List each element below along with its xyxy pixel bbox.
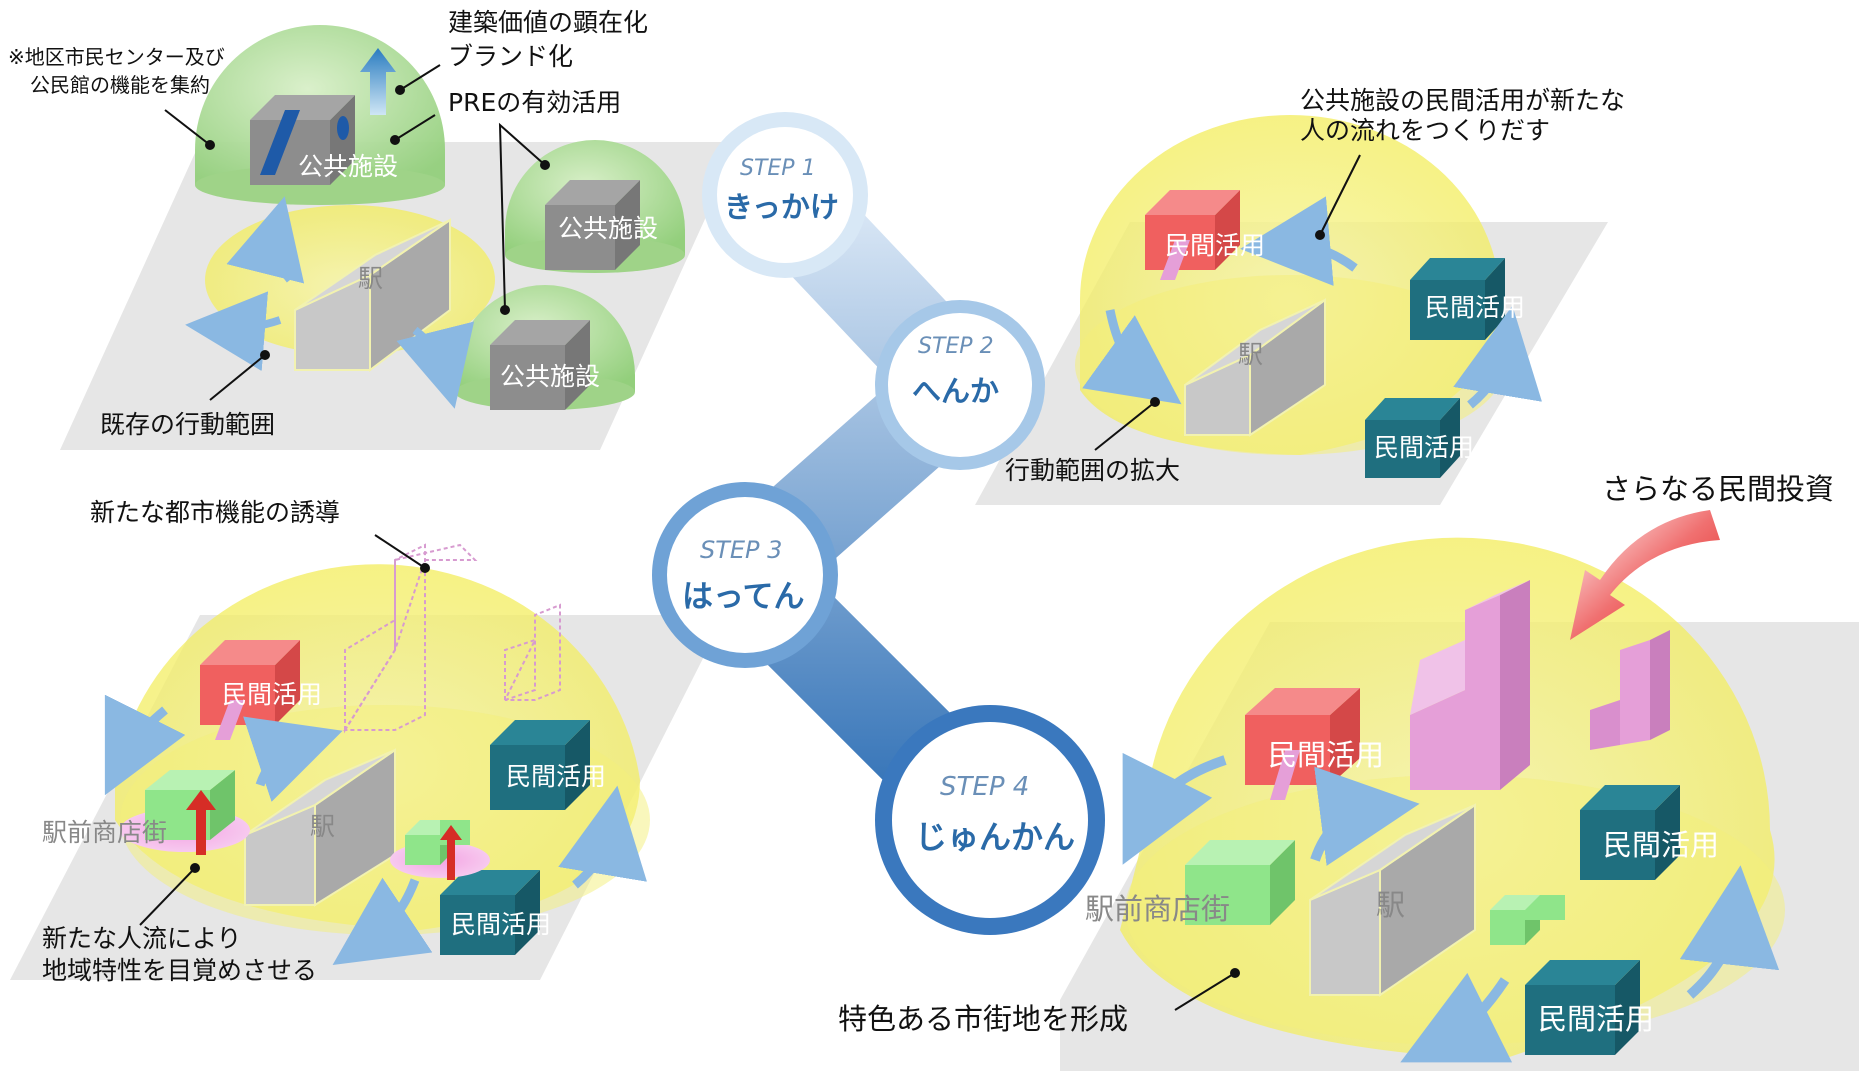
- public-facility-label-main: 公共施設: [298, 152, 399, 181]
- flow-line2: 人の流れをつくりだす: [1300, 116, 1551, 145]
- private-use-label-teal-3b: 民間活用: [451, 910, 552, 939]
- chain-connector: [697, 152, 1038, 868]
- future-building-outline: [343, 543, 561, 734]
- step-chain: [652, 112, 1105, 935]
- leader-line: [1174, 972, 1236, 1011]
- step1-circle: [717, 127, 853, 263]
- station-label-1: 駅: [358, 264, 384, 293]
- station-shopping-label-4: 駅前商店街: [1085, 892, 1231, 926]
- public-facility-label-2: 公共施設: [558, 214, 659, 243]
- private-use-label-red-3: 民間活用: [222, 680, 323, 709]
- private-use-label-teal-2: 民間活用: [1374, 433, 1475, 462]
- private-use-box-teal-2: [1365, 398, 1460, 478]
- station-box: [1184, 298, 1326, 437]
- growth-arrow: [186, 790, 216, 855]
- step3-number: STEP 3: [700, 536, 783, 564]
- public-facility-building: [250, 95, 355, 185]
- step3-circle: [667, 497, 823, 653]
- public-facility-box-3: [490, 320, 590, 410]
- induce-label: 新たな都市機能の誘導: [90, 498, 341, 527]
- flow-arrow: [1453, 305, 1542, 409]
- invest-label: さらなる民間投資: [1602, 472, 1835, 506]
- form-label: 特色ある市街地を形成: [838, 1002, 1129, 1036]
- shopping-street-box: [1185, 840, 1295, 925]
- flow-arrow: [1122, 752, 1227, 865]
- step2-circle: [888, 313, 1032, 457]
- note-line2: 公民館の機能を集約: [30, 73, 210, 97]
- flow-arrow: [185, 291, 282, 372]
- flow-arrow: [1679, 865, 1780, 999]
- private-use-box-red: [1145, 190, 1240, 280]
- private-use-label-teal-3a: 民間活用: [506, 762, 607, 791]
- private-use-label-teal-1: 民間活用: [1425, 293, 1526, 322]
- people-line2: 地域特性を目覚めさせる: [42, 956, 318, 985]
- flow-line1: 公共施設の民間活用が新たな: [1300, 86, 1626, 115]
- private-use-label-red-4: 民間活用: [1268, 738, 1385, 772]
- panel-step3: [10, 534, 725, 980]
- investment-building-large: [1410, 580, 1530, 790]
- leader-line: [394, 114, 436, 141]
- leader-line: [399, 64, 441, 91]
- private-use-box-red: [1245, 688, 1360, 800]
- flow-arrow: [104, 694, 186, 796]
- leader-line: [374, 534, 426, 569]
- flow-arrow: [332, 877, 433, 965]
- step2-title: へんか: [912, 374, 1000, 408]
- panel-step2: [975, 115, 1608, 505]
- flow-arrow: [226, 196, 305, 284]
- value-line2: ブランド化: [448, 42, 574, 71]
- leader-line: [498, 122, 546, 311]
- flow-arrow: [1310, 766, 1420, 866]
- step4-circle: [892, 722, 1088, 918]
- flow-arrow: [1082, 309, 1182, 405]
- investment-arrow: [1570, 510, 1720, 640]
- station-box: [294, 218, 451, 372]
- leader-line: [164, 109, 211, 146]
- leader-line: [209, 354, 266, 401]
- value-line1: 建築価値の顕在化: [448, 8, 649, 37]
- flow-arrow: [558, 785, 647, 889]
- shop-box-small: [1490, 895, 1565, 945]
- private-use-box-teal-2: [440, 870, 540, 955]
- station-label-3: 駅: [310, 812, 336, 841]
- station-shopping-label-3: 駅前商店街: [42, 818, 168, 847]
- private-use-label-red: 民間活用: [1165, 231, 1266, 260]
- station-label-4: 駅: [1376, 888, 1406, 922]
- station-label-2: 駅: [1238, 340, 1264, 369]
- step1-title: きっかけ: [724, 190, 839, 224]
- step4-title: じゅんかん: [915, 818, 1076, 856]
- panel-step4: [1060, 510, 1859, 1071]
- leader-line: [1094, 401, 1156, 451]
- step1-number: STEP 1: [740, 156, 816, 181]
- pre-label: PREの有効活用: [448, 88, 622, 117]
- step2-number: STEP 2: [918, 334, 994, 359]
- value-up-arrow: [360, 48, 396, 115]
- leader-line: [139, 867, 196, 926]
- people-line1: 新たな人流により: [42, 924, 242, 953]
- public-facility-box-2: [545, 180, 640, 270]
- private-use-box-teal-1: [1580, 785, 1680, 880]
- growth-arrow: [440, 825, 462, 880]
- private-use-label-teal-4a: 民間活用: [1603, 828, 1720, 862]
- flow-arrow: [1240, 196, 1358, 287]
- investment-building-small: [1590, 630, 1670, 750]
- flow-arrow: [1400, 972, 1513, 1063]
- existing-range-label: 既存の行動範囲: [100, 410, 276, 439]
- expand-label: 行動範囲の拡大: [1005, 456, 1181, 485]
- private-use-box-red: [200, 640, 300, 740]
- flow-arrow: [243, 716, 343, 802]
- private-use-box-teal-2: [1525, 960, 1640, 1055]
- public-facility-label-3: 公共施設: [500, 362, 601, 391]
- step3-title: はってん: [682, 579, 805, 615]
- private-use-label-teal-4b: 民間活用: [1538, 1002, 1655, 1036]
- panel-step1: [60, 25, 740, 450]
- note-line1: ※地区市民センター及び: [8, 45, 225, 69]
- station-box: [244, 748, 396, 907]
- leader-line: [1319, 154, 1361, 236]
- flow-arrow: [396, 321, 475, 409]
- step4-number: STEP 4: [940, 772, 1030, 802]
